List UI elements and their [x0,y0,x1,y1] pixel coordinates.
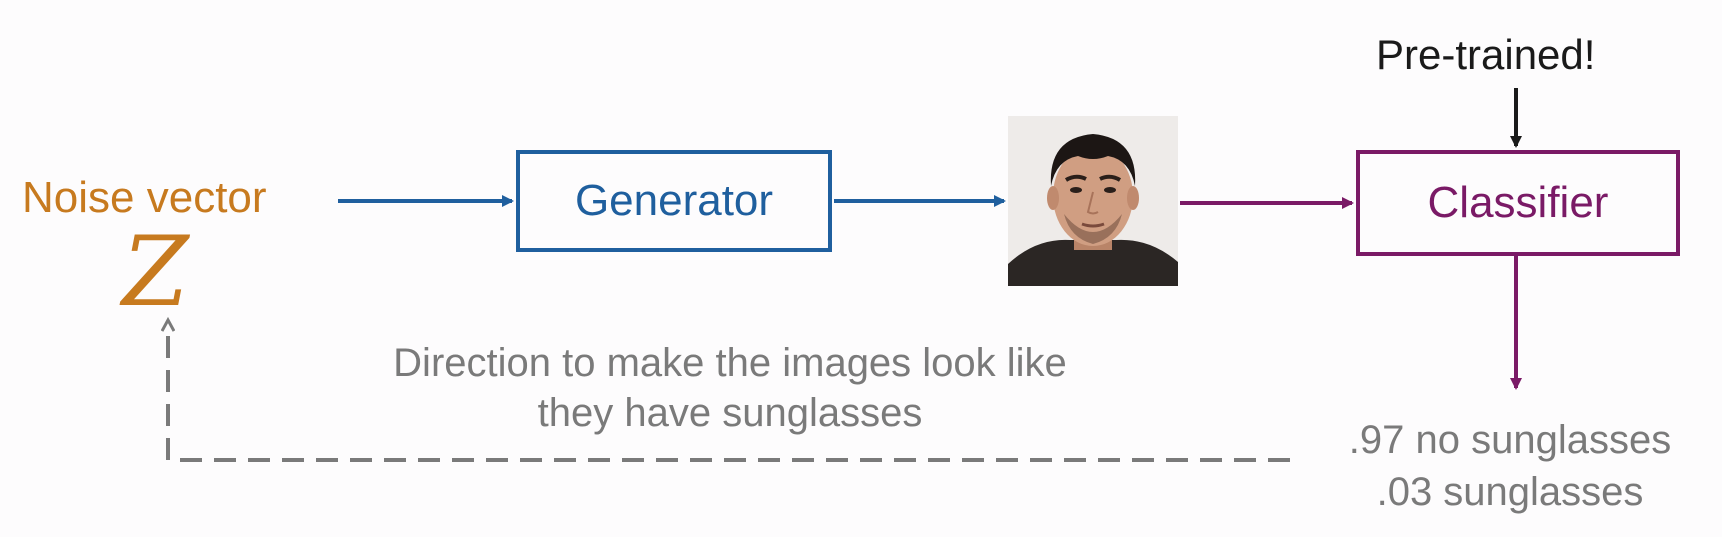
generator-box: Generator [516,150,832,252]
feedback-line-1: Direction to make the images look like [393,341,1067,385]
output-no-sunglasses: .97 no sunglasses [1348,418,1672,462]
feedback-dashed-arrow [168,324,1290,462]
noise-vector-label: Noise vector [22,173,267,222]
generator-label: Generator [574,176,774,225]
classifier-label: Classifier [1427,178,1609,227]
noise-symbol-z: Z [122,216,189,328]
face-icon [1008,116,1178,286]
pretrained-label: Pre-trained! [1376,31,1596,78]
output-sunglasses: .03 sunglasses [1376,470,1644,514]
feedback-line-2: they have sunglasses [537,391,923,435]
classifier-output: .97 no sunglasses .03 sunglasses [1300,414,1720,518]
generated-face-image [1008,116,1178,286]
classifier-box: Classifier [1356,150,1680,256]
feedback-direction-text: Direction to make the images look like t… [280,338,1180,438]
